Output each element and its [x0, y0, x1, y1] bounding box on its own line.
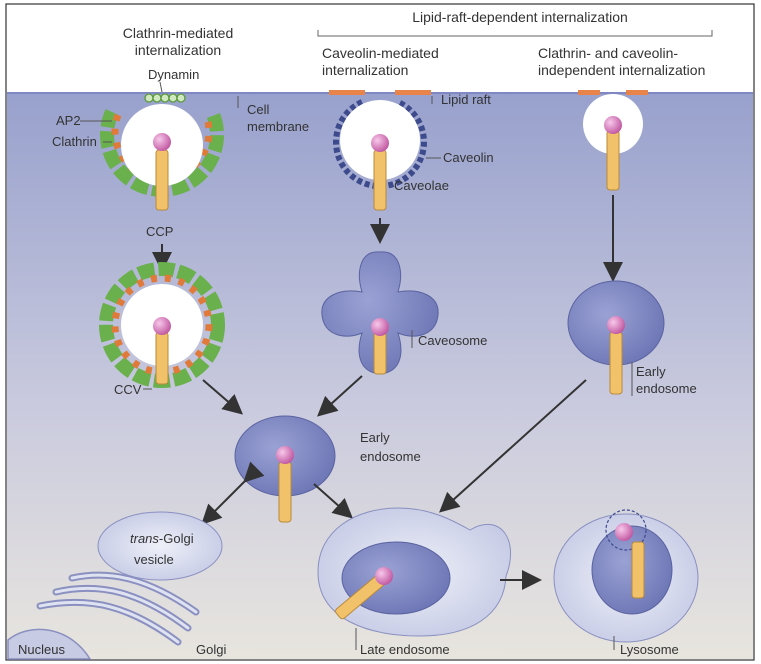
cell-membrane-label-1: Cell — [247, 102, 270, 117]
lipid-raft-caveolin — [329, 90, 431, 95]
dynamin-collar — [144, 93, 186, 103]
dynamin-label: Dynamin — [148, 67, 199, 82]
arrow-early-endosome-trans-golgi — [201, 461, 265, 525]
clathrin-title-line1: Clathrin-mediated — [123, 25, 234, 41]
lysosome — [553, 509, 699, 643]
clathrin-label: Clathrin — [52, 134, 97, 149]
ccp-coated-pit — [100, 104, 224, 211]
arrow-caveosome-to-early-endosome — [317, 375, 363, 417]
caveosome-label: Caveosome — [418, 333, 487, 348]
early-endosome-center-label-1: Early — [360, 430, 390, 445]
golgi-stacks-inner — [38, 573, 198, 644]
caveolae-label: Caveolae — [394, 178, 449, 193]
caveolin-title-line2: internalization — [322, 62, 408, 78]
clathrin-title-line2: internalization — [135, 42, 221, 58]
cell-membrane-label-2: membrane — [247, 119, 309, 134]
lipid-raft-independent — [578, 90, 648, 95]
nucleus-label: Nucleus — [18, 642, 65, 657]
lipid-raft-bracket — [317, 30, 713, 37]
early-endosome-right-label-1: Early — [636, 364, 666, 379]
trans-golgi-label-2: vesicle — [134, 552, 174, 567]
early-endosome-right — [567, 280, 665, 395]
trans-golgi-vesicle — [97, 511, 223, 581]
caveolae — [333, 99, 427, 211]
early-endosome-right-label-2: endosome — [636, 381, 697, 396]
caveolin-title-line1: Caveolin-mediated — [322, 45, 439, 61]
caveosome — [321, 251, 439, 375]
golgi-label: Golgi — [196, 642, 226, 657]
caveolin-label: Caveolin — [443, 150, 494, 165]
ccp-label: CCP — [146, 224, 173, 239]
independent-title-line2: independent internalization — [538, 62, 705, 78]
lysosome-label: Lysosome — [620, 642, 679, 657]
ccv-label: CCV — [114, 382, 142, 397]
arrow-ccv-to-early-endosome — [202, 379, 244, 415]
late-endosome-label: Late endosome — [360, 642, 450, 657]
arrow-early-to-late-endosome — [313, 483, 353, 519]
late-endosome — [317, 507, 511, 637]
ccv-coated-vesicle — [99, 262, 225, 388]
early-endosome-center-label-2: endosome — [360, 449, 421, 464]
arrow-right-early-to-late-endosome — [439, 379, 587, 513]
independent-title-line1: Clathrin- and caveolin- — [538, 45, 678, 61]
lipid-raft-group-title: Lipid-raft-dependent internalization — [412, 9, 628, 25]
nucleus — [7, 628, 92, 660]
ap2-label: AP2 — [56, 113, 81, 128]
lipid-raft-label: Lipid raft — [441, 92, 491, 107]
trans-golgi-label-1: trans-Golgi — [130, 531, 194, 546]
uncoated-invagination — [583, 94, 643, 191]
